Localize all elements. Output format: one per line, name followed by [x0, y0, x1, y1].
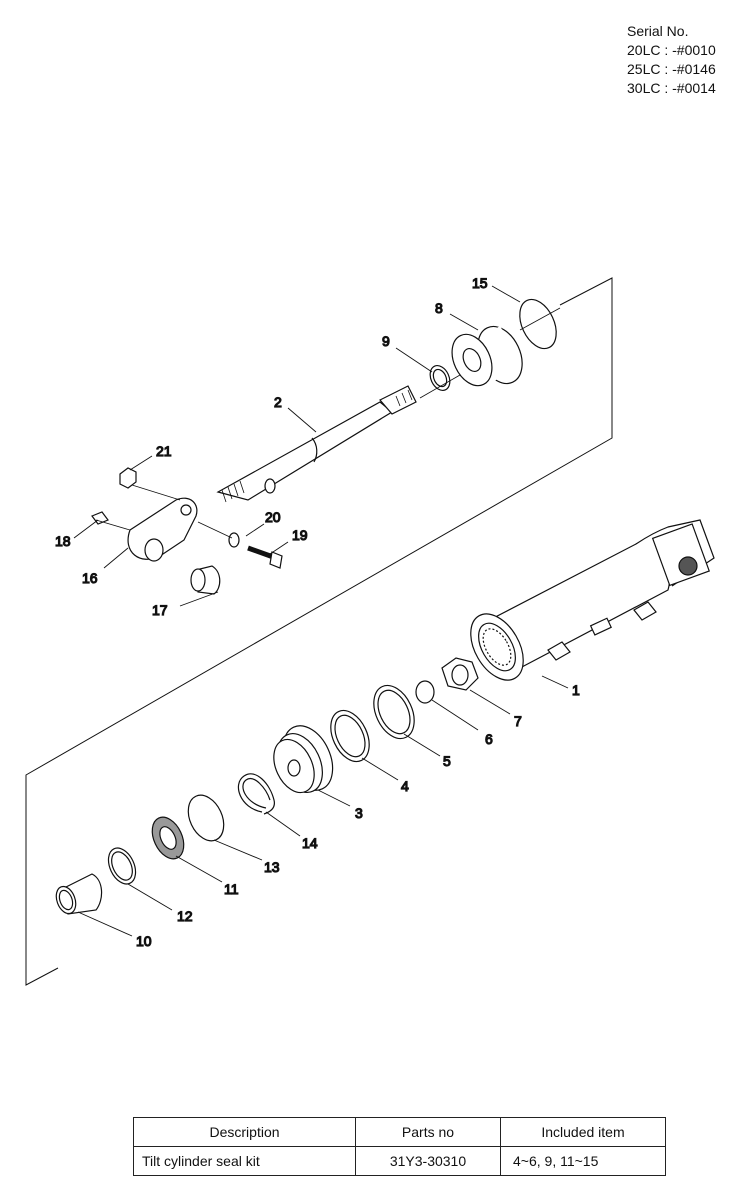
rod-cover-part-8 [451, 325, 523, 387]
callout-15: 15 [472, 275, 488, 291]
cylinder-tube-part-1 [470, 519, 715, 681]
callout-21: 21 [156, 443, 172, 459]
bushing-part-10 [55, 873, 103, 915]
cell-included-item: 4~6, 9, 11~15 [500, 1146, 666, 1176]
wear-ring-part-5 [373, 684, 415, 740]
callout-7: 7 [514, 713, 522, 729]
callout-13: 13 [264, 859, 280, 875]
nut-part-21 [119, 467, 137, 489]
rod-eye-part-16 [127, 497, 198, 562]
piston-seal-part-4 [330, 709, 370, 763]
callout-14: 14 [302, 835, 318, 851]
callout-10: 10 [136, 933, 152, 949]
serial-line: 30LC : -#0014 [627, 80, 716, 96]
piston-rod-part-2 [216, 385, 417, 503]
callout-3: 3 [355, 805, 363, 821]
callout-4: 4 [401, 778, 409, 794]
cell-parts-no: 31Y3-30310 [355, 1146, 501, 1176]
table-header-row: Description Parts no Included item [133, 1117, 666, 1147]
bolt-part-19 [247, 545, 283, 569]
cell-description: Tilt cylinder seal kit [133, 1146, 356, 1176]
serial-line: 20LC : -#0010 [627, 42, 716, 58]
callout-9: 9 [382, 333, 390, 349]
retaining-ring-part-12 [107, 847, 137, 885]
callout-20: 20 [265, 509, 281, 525]
o-ring-part-6 [415, 680, 435, 704]
bushing-part-17 [190, 565, 221, 595]
exploded-parts-diagram: 1 7 6 5 4 3 14 13 11 12 10 17 16 18 20 1… [25, 274, 715, 986]
column-header-parts-no: Parts no [355, 1117, 501, 1147]
column-header-included-item: Included item [500, 1117, 666, 1147]
dust-wiper-part-11 [151, 816, 185, 860]
callout-19: 19 [292, 527, 308, 543]
table-row: Tilt cylinder seal kit 31Y3-30310 4~6, 9… [133, 1146, 666, 1176]
callout-1: 1 [572, 682, 580, 698]
o-ring-part-13 [187, 794, 225, 842]
serial-number-block: Serial No. 20LC : -#0010 25LC : -#0146 3… [627, 22, 716, 98]
callout-8: 8 [435, 300, 443, 316]
nut-part-7 [441, 657, 479, 691]
snap-ring-part-14 [238, 773, 275, 815]
washer-part-20 [228, 532, 240, 548]
callout-2: 2 [274, 394, 282, 410]
serial-line: 25LC : -#0146 [627, 61, 716, 77]
o-ring-part-15 [519, 298, 557, 350]
assembly-boundary [25, 277, 613, 986]
callout-11: 11 [224, 881, 239, 897]
callout-18: 18 [55, 533, 71, 549]
seal-kit-table: Description Parts no Included item Tilt … [133, 1117, 666, 1176]
column-header-description: Description [133, 1117, 356, 1147]
callout-5: 5 [443, 753, 451, 769]
piston-part-3 [273, 725, 334, 794]
callout-16: 16 [82, 570, 98, 586]
back-up-ring-part-9 [429, 365, 451, 391]
callout-12: 12 [177, 908, 193, 924]
serial-title: Serial No. [627, 23, 689, 39]
callout-6: 6 [485, 731, 493, 747]
callout-17: 17 [152, 602, 168, 618]
